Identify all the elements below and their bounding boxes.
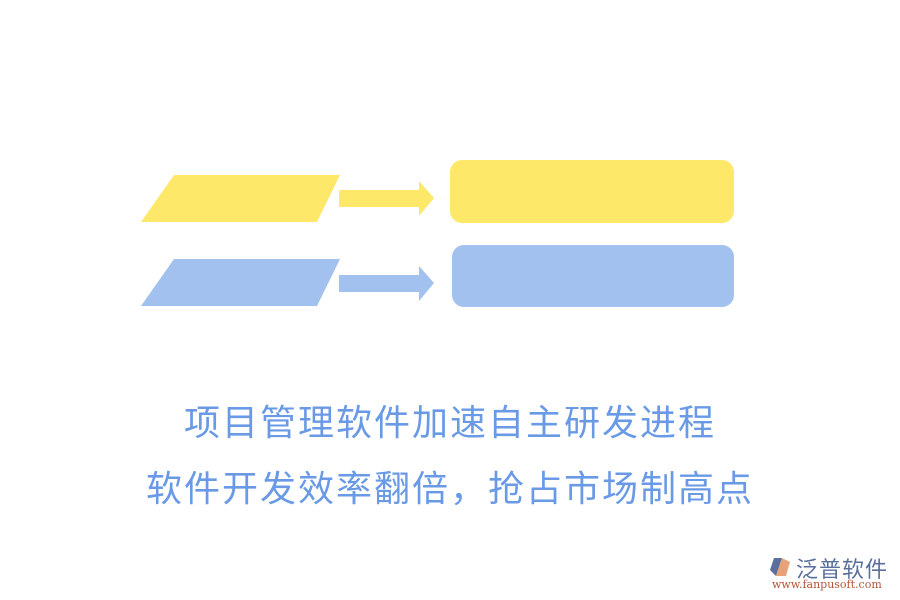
output-box-yellow	[450, 160, 734, 223]
input-parallelogram-yellow	[141, 175, 340, 222]
right-arrow-yellow	[339, 181, 434, 216]
caption-line-1: 项目管理软件加速自主研发进程	[183, 403, 716, 444]
input-parallelogram-blue	[141, 259, 340, 306]
caption-line-2: 软件开发效率翻倍，抢占市场制高点	[145, 469, 754, 510]
brand-logo: 泛普软件 www.fanpusoft.com	[768, 552, 896, 592]
right-arrow-blue	[339, 266, 434, 301]
fanpu-logo-icon	[770, 558, 790, 576]
logo-url: www.fanpusoft.com	[772, 578, 882, 591]
output-box-blue	[452, 245, 734, 307]
logo-name: 泛普软件	[796, 558, 889, 583]
